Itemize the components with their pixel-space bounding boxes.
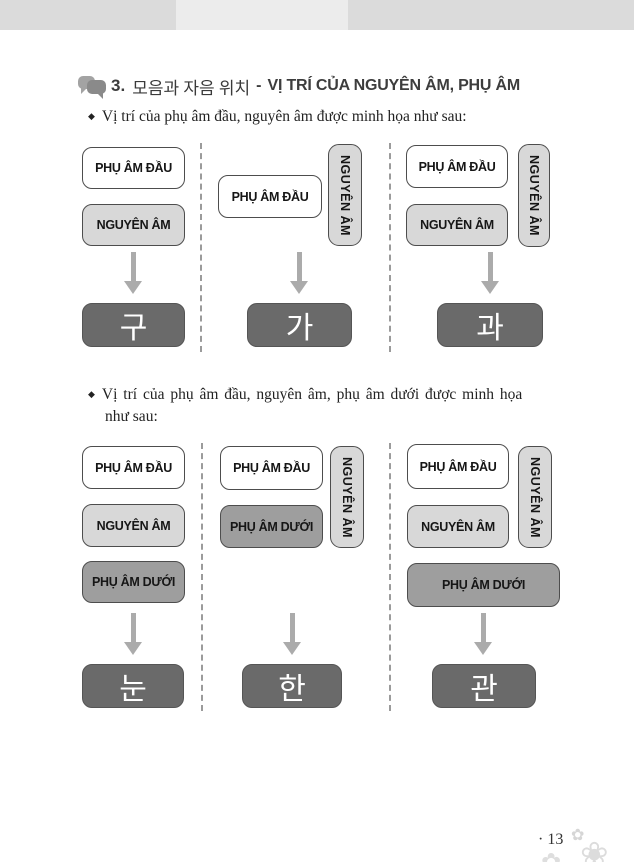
syllable-text: 구	[119, 312, 148, 345]
page-number: · 13	[538, 831, 564, 848]
section-title-korean: 모음과 자음 위치	[132, 78, 251, 98]
vowel-label: NGUYÊN ÂM	[528, 456, 542, 538]
vowel-box-vertical: NGUYÊN ÂM	[518, 446, 552, 548]
dashed-divider	[201, 443, 203, 711]
initial-consonant-box: PHỤ ÂM ĐẦU	[407, 444, 509, 489]
section-header: 3. 모음과 자음 위치 - VỊ TRÍ CỦA NGUYÊN ÂM, PHỤ…	[78, 72, 520, 100]
section-title-vietnamese: VỊ TRÍ CỦA NGUYÊN ÂM, PHỤ ÂM	[267, 77, 521, 94]
bullet-2-line1: Vị trí của phụ âm đầu, nguyên âm, phụ âm…	[101, 386, 523, 403]
initial-consonant-label: PHỤ ÂM ĐẦU	[418, 159, 496, 174]
final-consonant-label: PHỤ ÂM DƯỚI	[229, 519, 313, 534]
final-consonant-label: PHỤ ÂM DƯỚI	[441, 578, 525, 592]
down-arrow-icon	[124, 613, 142, 655]
syllable-box: 가	[247, 303, 352, 347]
bullet-2-line2: như sau:	[105, 408, 158, 425]
syllable-text: 한	[278, 673, 306, 706]
vowel-box-vertical: NGUYÊN ÂM	[330, 446, 364, 548]
down-arrow-icon	[124, 252, 142, 294]
initial-consonant-label: PHỤ ÂM ĐẦU	[95, 460, 172, 475]
vowel-box: NGUYÊN ÂM	[407, 505, 509, 548]
vowel-box-vertical: NGUYÊN ÂM	[518, 144, 550, 247]
syllable-text: 과	[476, 312, 504, 345]
dashed-divider	[200, 143, 202, 352]
initial-consonant-label: PHỤ ÂM ĐẦU	[419, 459, 497, 474]
section-number: 3.	[111, 76, 126, 95]
vowel-box: NGUYÊN ÂM	[82, 204, 185, 246]
initial-consonant-box: PHỤ ÂM ĐẦU	[82, 147, 185, 189]
down-arrow-icon	[290, 252, 308, 294]
final-consonant-box-wide: PHỤ ÂM DƯỚI	[407, 563, 560, 607]
flower-decoration-icon: ✿	[541, 848, 562, 862]
syllable-text: 눈	[119, 673, 147, 706]
syllable-text: 관	[470, 673, 498, 706]
title-separator: -	[256, 77, 262, 94]
syllable-box: 눈	[82, 664, 184, 708]
syllable-box: 과	[437, 303, 543, 347]
initial-consonant-box: PHỤ ÂM ĐẦU	[220, 446, 323, 490]
final-consonant-box: PHỤ ÂM DƯỚI	[82, 561, 185, 603]
top-band-right	[348, 0, 634, 30]
vowel-box-vertical: NGUYÊN ÂM	[328, 144, 362, 246]
down-arrow-icon	[283, 613, 301, 655]
syllable-box: 관	[432, 664, 536, 708]
flower-decoration-icon: ❀	[580, 835, 609, 862]
bullet-diamond-icon: ◆	[88, 390, 95, 400]
vowel-box: NGUYÊN ÂM	[406, 204, 508, 246]
initial-consonant-label: PHỤ ÂM ĐẦU	[95, 161, 172, 175]
initial-consonant-box: PHỤ ÂM ĐẦU	[82, 446, 185, 489]
syllable-box: 한	[242, 664, 342, 708]
down-arrow-icon	[481, 252, 499, 294]
top-band	[0, 0, 634, 30]
vowel-label: NGUYÊN ÂM	[421, 519, 495, 534]
initial-consonant-box: PHỤ ÂM ĐẦU	[406, 145, 508, 188]
vowel-label: NGUYÊN ÂM	[96, 218, 171, 232]
bullet-paragraph-2: ◆ Vị trí của phụ âm đầu, nguyên âm, phụ â…	[88, 384, 578, 427]
syllable-text: 가	[285, 312, 314, 345]
initial-consonant-label: PHỤ ÂM ĐẦU	[233, 461, 310, 475]
bullet-paragraph-1: ◆ Vị trí của phụ âm đầu, nguyên âm được m…	[88, 106, 578, 128]
final-consonant-box: PHỤ ÂM DƯỚI	[220, 505, 323, 548]
speech-bubbles-icon	[78, 74, 108, 99]
flower-decoration-icon: ✿	[571, 825, 585, 844]
vowel-box: NGUYÊN ÂM	[82, 504, 185, 547]
dashed-divider	[389, 443, 391, 711]
vowel-label: NGUYÊN ÂM	[338, 154, 352, 236]
down-arrow-icon	[474, 613, 492, 655]
syllable-box: 구	[82, 303, 185, 347]
initial-consonant-label: PHỤ ÂM ĐẦU	[231, 189, 309, 204]
final-consonant-label: PHỤ ÂM DƯỚI	[91, 575, 175, 589]
vowel-label: NGUYÊN ÂM	[527, 155, 541, 236]
top-band-middle	[176, 0, 348, 30]
dashed-divider	[389, 143, 391, 352]
top-band-left	[0, 0, 176, 30]
vowel-label: NGUYÊN ÂM	[420, 218, 494, 232]
initial-consonant-box: PHỤ ÂM ĐẦU	[218, 175, 322, 218]
vowel-label: NGUYÊN ÂM	[340, 456, 354, 538]
vowel-label: NGUYÊN ÂM	[96, 518, 171, 533]
bullet-1-text: Vị trí của phụ âm đầu, nguyên âm được mi…	[101, 108, 467, 125]
bullet-diamond-icon: ◆	[88, 112, 95, 122]
